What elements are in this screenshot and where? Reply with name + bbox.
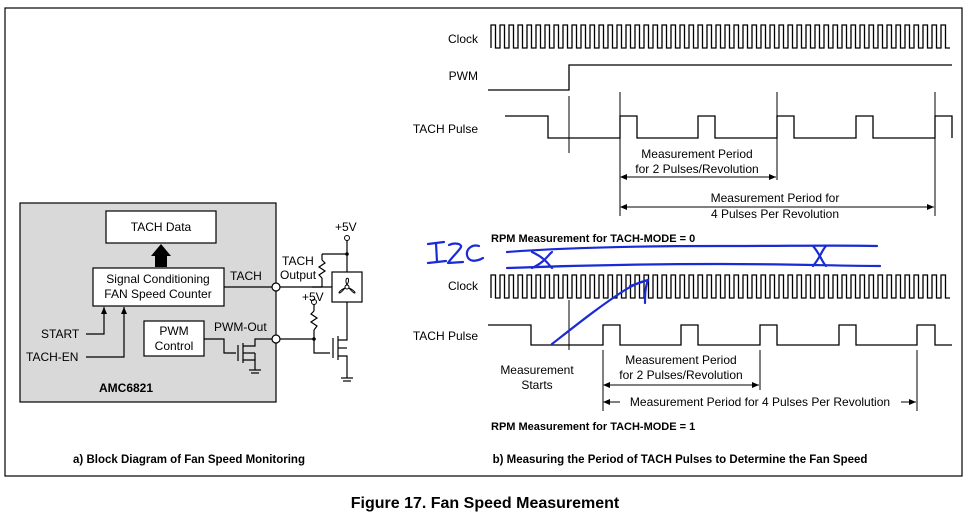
period4-label-1-mode0: Measurement Period for: [711, 191, 840, 205]
signal-cond-label-1: Signal Conditioning: [106, 272, 209, 286]
mode1-title: RPM Measurement for TACH-MODE = 1: [491, 421, 695, 433]
tach-data-label: TACH Data: [131, 220, 192, 234]
tach-output-label-1: TACH: [282, 254, 314, 268]
pwm-control-label-2: Control: [155, 339, 194, 353]
tach-pin-label: TACH: [230, 269, 262, 283]
tach-en-label: TACH-EN: [26, 350, 78, 364]
vcc-top-terminal: [344, 235, 350, 241]
period2-label-1-mode0: Measurement Period: [641, 147, 752, 161]
junction-dot: [345, 252, 349, 256]
internal-mosfet-icon: [204, 338, 276, 374]
tach-en-line: [86, 307, 127, 358]
pwm-waveform: [488, 64, 952, 91]
vcc-top-label: +5V: [335, 220, 357, 234]
period4-label-mode1: Measurement Period for 4 Pulses Per Revo…: [630, 395, 890, 409]
data-flow-arrow: [151, 244, 171, 267]
pwm-out-label: PWM-Out: [214, 320, 267, 334]
tach-output-label-2: Output: [280, 268, 317, 282]
caption-a: a) Block Diagram of Fan Speed Monitoring: [73, 454, 305, 466]
pwm-label: PWM: [449, 69, 478, 83]
vcc-mid-label: +5V: [302, 290, 324, 304]
clock-label-mode1: Clock: [448, 279, 479, 293]
period2-label-2-mode0: for 2 Pulses/Revolution: [635, 162, 758, 176]
junction-dot: [312, 337, 316, 341]
pwm-control-block: [143, 320, 205, 357]
measurement-starts-label-1: Measurement: [500, 363, 574, 377]
tach-pin: [271, 282, 281, 292]
block-diagram: TACH Data Signal Conditioning FAN Speed …: [19, 202, 363, 403]
start-line: [86, 307, 107, 335]
signal-cond-label-2: FAN Speed Counter: [104, 287, 211, 301]
clock-waveform-mode1: [490, 274, 950, 299]
fan-blades-icon: [338, 277, 356, 294]
pwm-control-label-1: PWM: [159, 324, 188, 338]
figure-caption: Figure 17. Fan Speed Measurement: [351, 495, 620, 512]
period2-label-2-mode1: for 2 Pulses/Revolution: [619, 368, 742, 382]
timing-mode0: Clock PWM TACH Pulse Measurement Period …: [413, 24, 953, 245]
signal-conditioning-block: [92, 267, 225, 307]
tach-data-block: [105, 210, 217, 244]
period2-label-1-mode1: Measurement Period: [625, 353, 736, 367]
period4-label-2-mode0: 4 Pulses Per Revolution: [711, 207, 839, 221]
handwritten-annotation: [426, 240, 882, 346]
mode0-markers: [568, 92, 936, 216]
clock-waveform-mode0: [490, 24, 950, 49]
measurement-starts-label-2: Starts: [521, 378, 552, 392]
timing-mode1: Clock TACH Pulse Measurement Starts Meas…: [413, 274, 952, 433]
vcc-mid-terminal: [311, 299, 317, 305]
mode1-markers: [568, 300, 918, 411]
fan-icon: [331, 271, 363, 303]
mode0-title: RPM Measurement for TACH-MODE = 0: [491, 233, 695, 245]
clock-label-mode0: Clock: [448, 32, 479, 46]
figure-frame: [4, 7, 963, 477]
tach-label-mode0: TACH Pulse: [413, 122, 478, 136]
tach-waveform-mode0: [505, 115, 953, 139]
tach-waveform-mode1: [488, 324, 952, 346]
start-label: START: [41, 327, 80, 341]
pwm-out-pin: [271, 334, 281, 344]
tach-label-mode1: TACH Pulse: [413, 329, 478, 343]
external-circuit: [280, 240, 353, 382]
chip-name: AMC6821: [99, 381, 153, 395]
caption-b: b) Measuring the Period of TACH Pulses t…: [493, 454, 868, 466]
